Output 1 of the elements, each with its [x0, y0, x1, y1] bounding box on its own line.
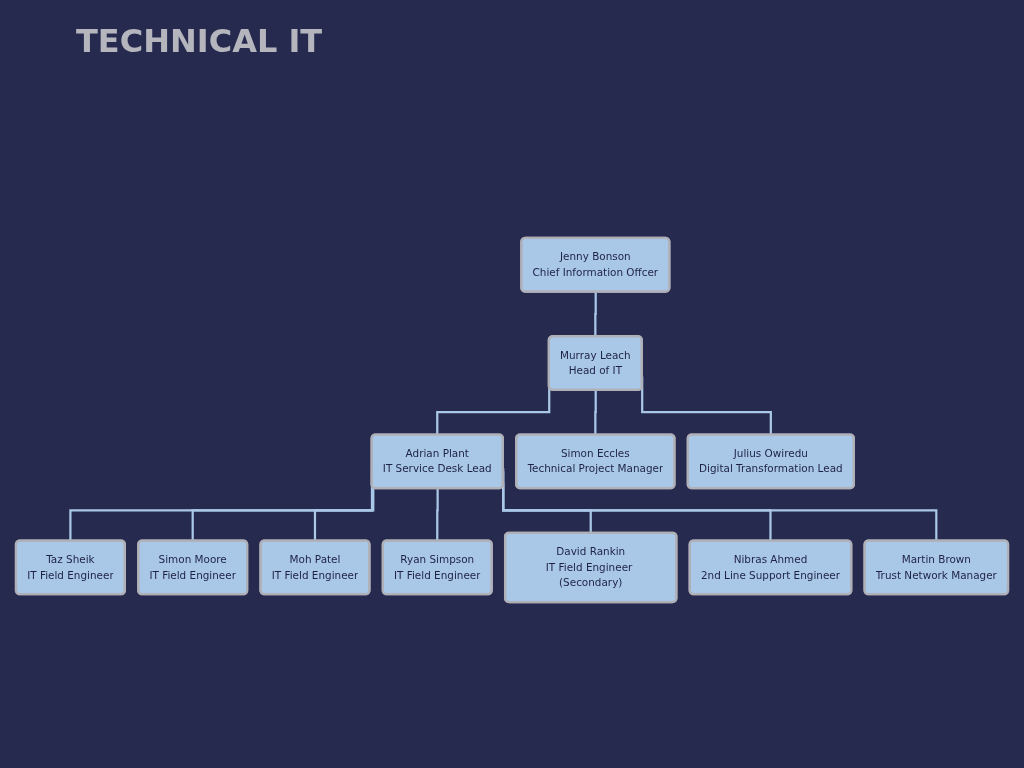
chart-title: TECHNICAL IT [76, 22, 323, 60]
